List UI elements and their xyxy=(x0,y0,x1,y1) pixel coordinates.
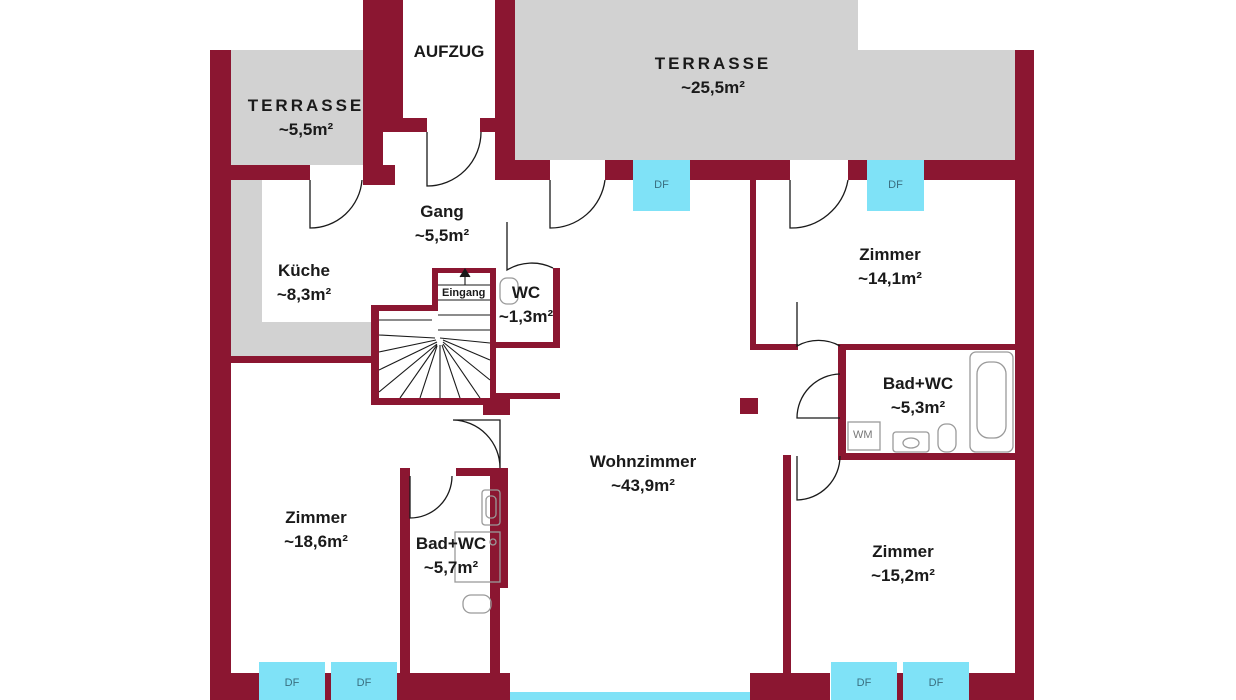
df-bottom-1 xyxy=(259,662,325,700)
terrasse-top-area xyxy=(515,0,858,160)
room-bad-east: Bad+WC ~5,3m² xyxy=(868,372,968,420)
room-area: ~14,1m² xyxy=(858,269,922,288)
room-name: WC xyxy=(511,283,541,302)
shower-west xyxy=(454,531,501,583)
walls xyxy=(210,0,1034,700)
roof-windows xyxy=(259,160,969,700)
room-area: ~1,3m² xyxy=(498,307,554,326)
room-name: AUFZUG xyxy=(413,42,485,61)
toilet-west xyxy=(462,594,492,614)
kueche-grey-bottom xyxy=(226,322,374,358)
door-living-west xyxy=(452,419,501,469)
door-kueche xyxy=(309,179,363,229)
room-area: ~5,3m² xyxy=(890,398,946,417)
terrasse-top-area-ext xyxy=(858,50,1015,160)
room-wohnzimmer: Wohnzimmer ~43,9m² xyxy=(573,450,713,498)
room-zimmer-se: Zimmer ~15,2m² xyxy=(853,540,953,588)
washing-machine-label: WM xyxy=(853,429,873,441)
toilet-east xyxy=(937,423,957,453)
door-swings xyxy=(309,131,849,519)
room-name: Wohnzimmer xyxy=(589,452,697,471)
washing-machine xyxy=(847,421,881,451)
room-name: Zimmer xyxy=(859,245,921,264)
room-area: ~5,5m² xyxy=(278,120,334,139)
room-name: TERRASSE xyxy=(247,96,365,115)
df-top-2 xyxy=(867,160,924,211)
terrace-areas xyxy=(226,0,1015,358)
room-name: Küche xyxy=(278,261,330,280)
wc-toilet xyxy=(499,277,519,305)
room-terrasse-left: TERRASSE ~5,5m² xyxy=(231,94,381,142)
df-label-bottom-3: DF xyxy=(856,677,872,689)
room-kueche: Küche ~8,3m² xyxy=(254,259,354,307)
room-name: Gang xyxy=(420,202,464,221)
room-wc: WC ~1,3m² xyxy=(492,281,560,329)
room-terrasse-top: TERRASSE ~25,5m² xyxy=(613,52,813,100)
fixtures xyxy=(454,277,1014,614)
door-se xyxy=(796,455,841,501)
sink-west xyxy=(481,489,501,526)
df-bottom-2 xyxy=(331,662,397,700)
df-label-top-2: DF xyxy=(888,179,903,191)
window-bottom-living xyxy=(510,692,750,700)
room-name: Zimmer xyxy=(872,542,934,561)
df-top-1 xyxy=(633,160,690,211)
sink-east xyxy=(892,431,930,453)
df-label-bottom-2: DF xyxy=(356,677,372,689)
room-zimmer-ne: Zimmer ~14,1m² xyxy=(840,243,940,291)
room-bad-west: Bad+WC ~5,7m² xyxy=(401,532,501,580)
room-area: ~25,5m² xyxy=(681,78,745,97)
room-gang: Gang ~5,5m² xyxy=(392,200,492,248)
df-bottom-4 xyxy=(903,662,969,700)
terrasse-left-area xyxy=(231,50,381,165)
room-name: Zimmer xyxy=(285,508,347,527)
df-label-bottom-4: DF xyxy=(928,677,944,689)
room-name: Bad+WC xyxy=(415,534,487,553)
door-terrace xyxy=(549,179,606,229)
df-label-top-1: DF xyxy=(654,179,669,191)
door-zimmer-ne xyxy=(789,179,849,229)
door-bad-east xyxy=(796,373,841,419)
bathtub xyxy=(969,351,1014,453)
df-label-bottom-1: DF xyxy=(284,677,300,689)
door-bad-west xyxy=(409,475,453,519)
room-name: Bad+WC xyxy=(882,374,954,393)
door-ne-lower xyxy=(796,302,841,348)
door-wc xyxy=(506,222,554,272)
room-name: TERRASSE xyxy=(654,54,772,73)
room-area: ~5,7m² xyxy=(423,558,479,577)
df-bottom-3 xyxy=(831,662,897,700)
room-aufzug: AUFZUG xyxy=(403,40,495,64)
room-zimmer-w: Zimmer ~18,6m² xyxy=(266,506,366,554)
room-area: ~18,6m² xyxy=(284,532,348,551)
room-area: ~8,3m² xyxy=(276,285,332,304)
room-area: ~5,5m² xyxy=(414,226,470,245)
door-aufzug xyxy=(426,131,482,187)
room-area: ~43,9m² xyxy=(611,476,675,495)
entrance-label: Eingang xyxy=(442,287,486,299)
stairs xyxy=(378,267,491,399)
room-area: ~15,2m² xyxy=(871,566,935,585)
